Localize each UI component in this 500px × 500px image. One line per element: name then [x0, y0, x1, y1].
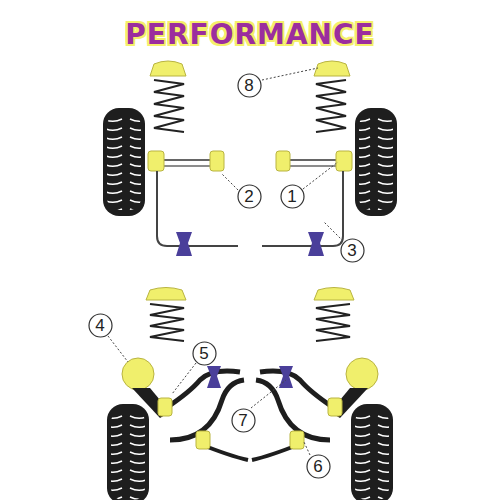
callout-number: 7 [238, 412, 247, 429]
callout-circle: 8 [237, 73, 262, 98]
callout-circle: 6 [306, 454, 331, 479]
callout-number: 5 [199, 345, 208, 362]
callout-circle: 7 [231, 408, 256, 433]
callout-circle: 5 [192, 341, 217, 366]
callout-number: 6 [313, 458, 322, 475]
callout-circle: 2 [237, 184, 262, 209]
callout-number: 3 [347, 242, 356, 259]
callout-number: 1 [287, 188, 296, 205]
leader-lines [108, 68, 343, 455]
callout-circle: 4 [88, 313, 113, 338]
callout-number: 2 [244, 188, 253, 205]
callout-number: 4 [95, 317, 104, 334]
title-heading: PERFORMANCE [125, 18, 374, 51]
callout-circle: 1 [280, 184, 305, 209]
callout-number: 8 [244, 77, 253, 94]
callout-circle: 3 [340, 238, 365, 263]
